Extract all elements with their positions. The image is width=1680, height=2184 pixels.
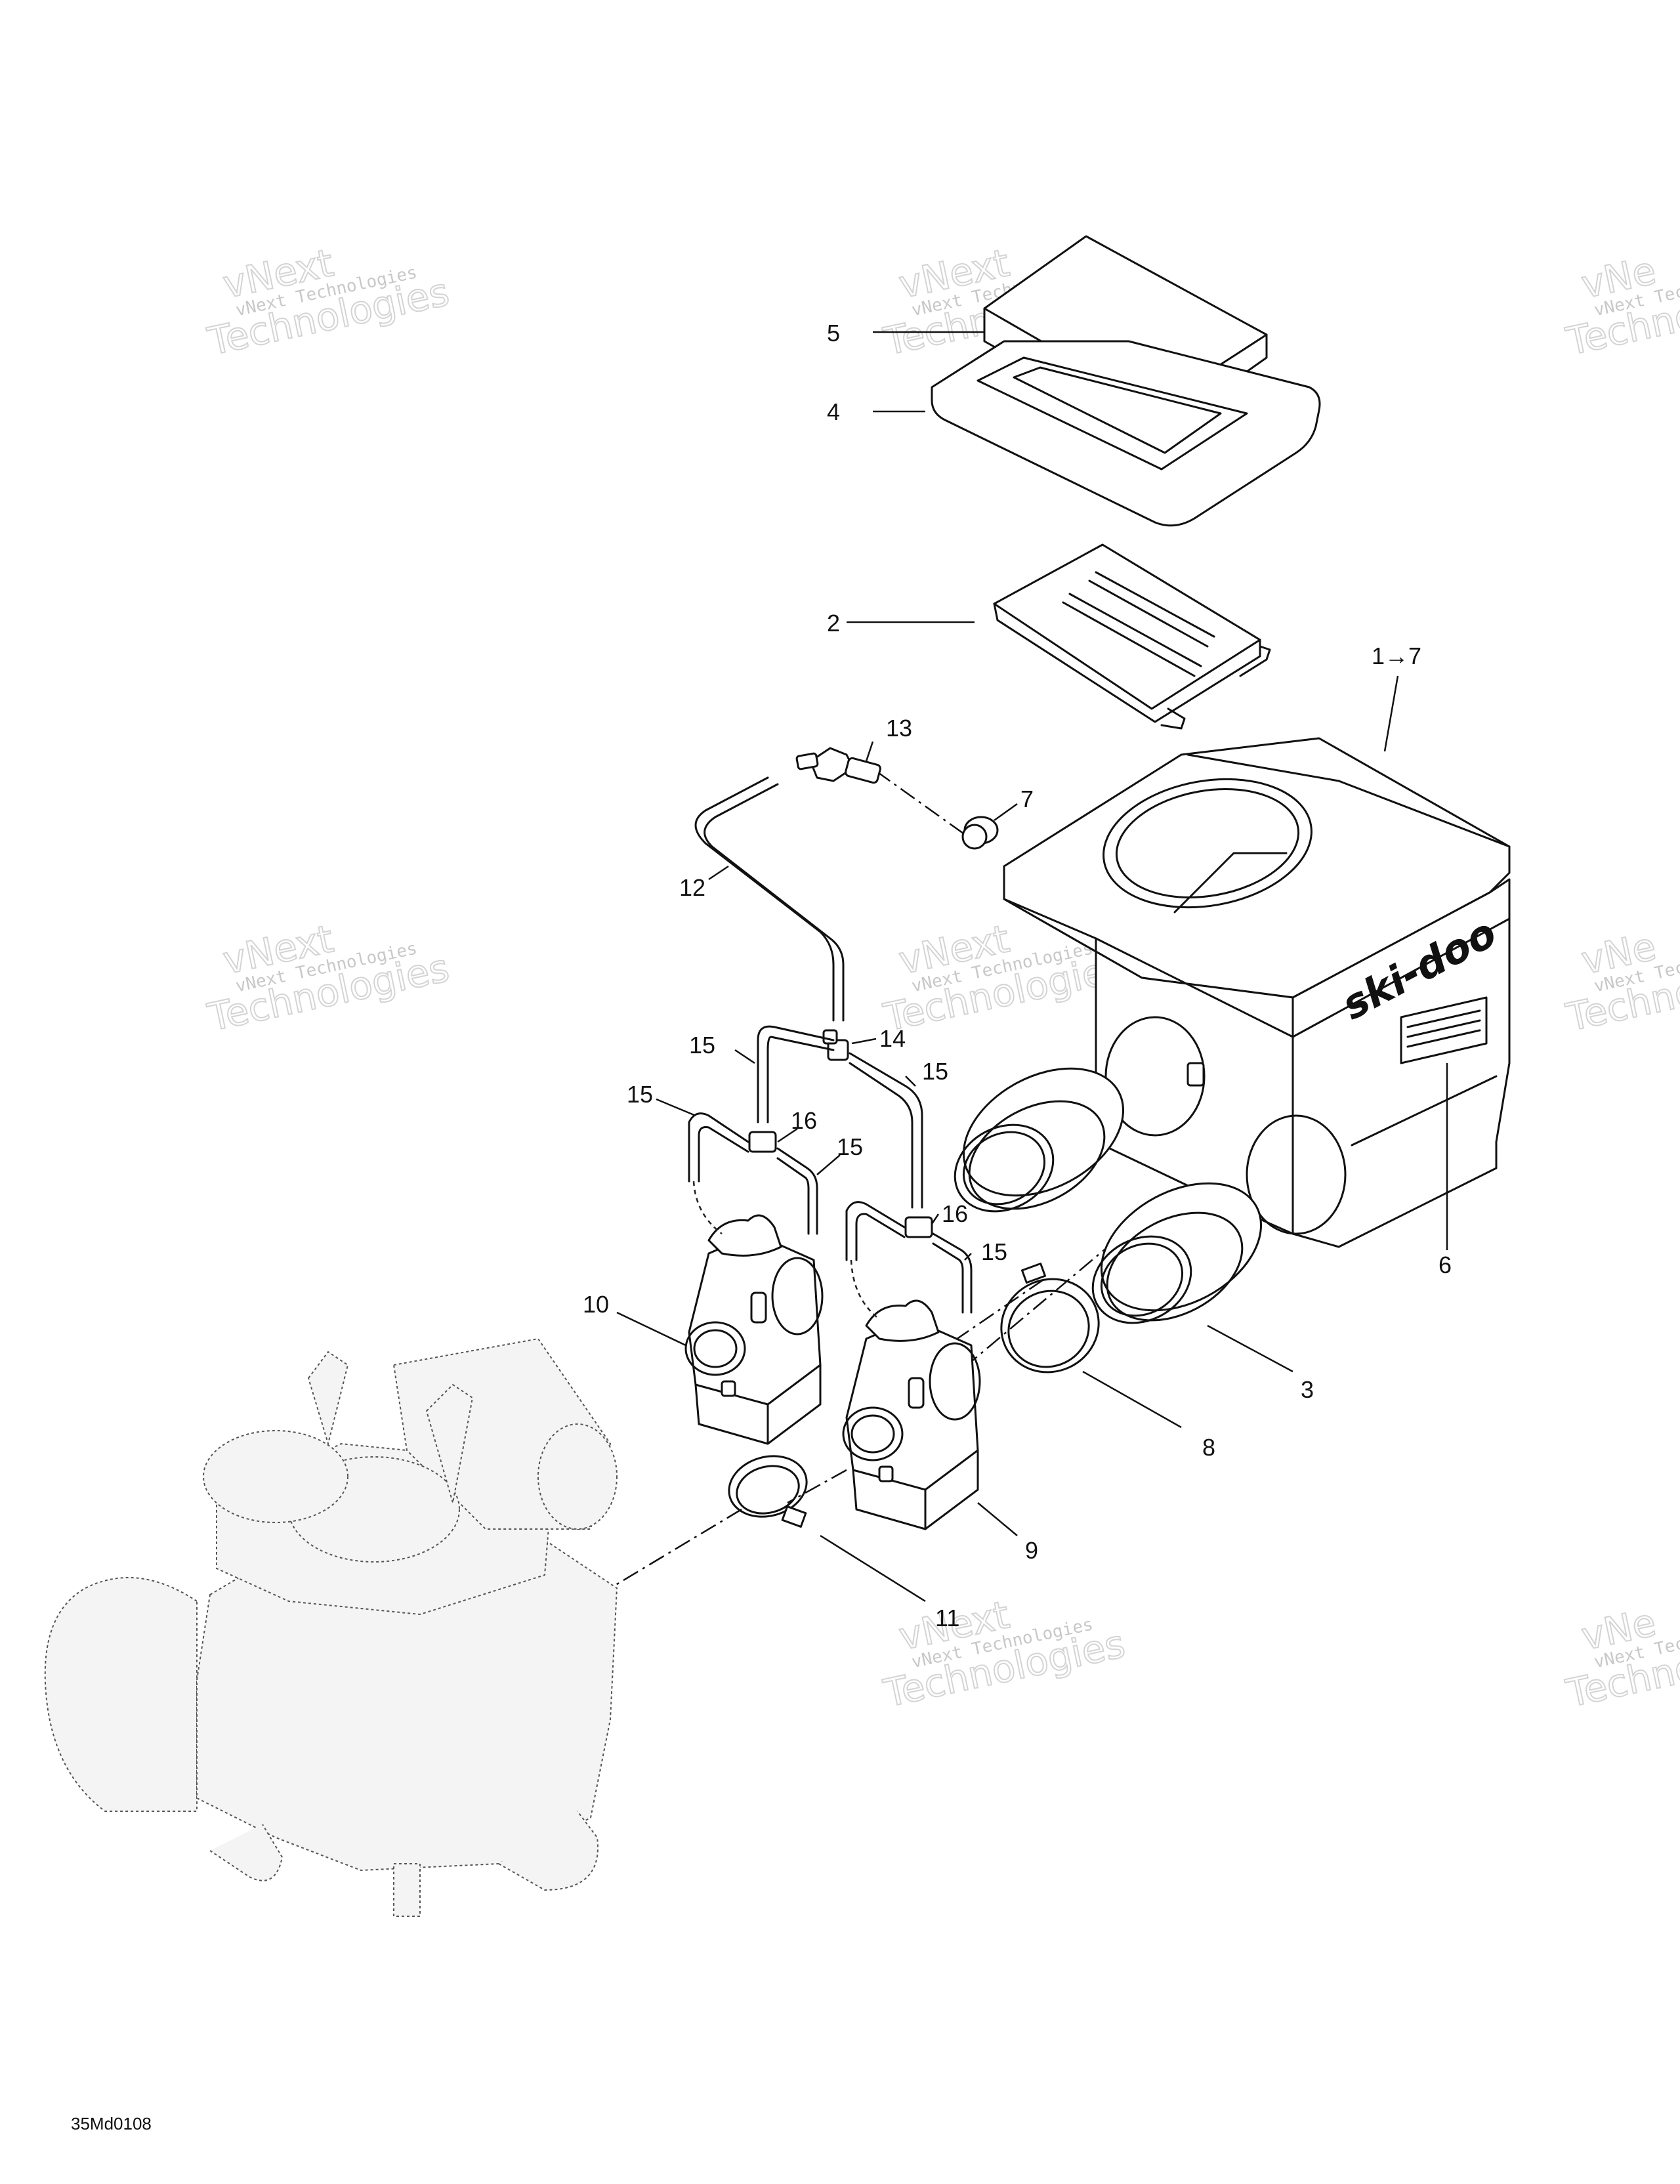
drawing-code: 35Md0108 — [71, 2114, 152, 2133]
callout-11: 11 — [935, 1605, 959, 1631]
callout-labels: 5 4 2 1→7 13 7 12 15 14 15 15 16 15 16 1… — [583, 320, 1452, 1631]
callout-16b: 16 — [942, 1200, 968, 1227]
callout-3: 3 — [1301, 1376, 1314, 1403]
callout-14: 14 — [879, 1025, 906, 1052]
callout-16a: 16 — [791, 1107, 817, 1134]
callout-4: 4 — [827, 398, 840, 425]
air-filter-frame — [931, 340, 1321, 527]
callout-12: 12 — [679, 874, 705, 901]
callout-1-7: 1→7 — [1372, 642, 1421, 669]
callout-7: 7 — [1020, 786, 1034, 812]
air-silencer-box — [1003, 737, 1511, 1248]
callout-15b: 15 — [922, 1058, 948, 1085]
callout-leaders — [616, 331, 1448, 1603]
callout-15c: 15 — [627, 1081, 653, 1108]
vent-hoses — [688, 747, 999, 1320]
carburetor-adaptor-upper — [954, 1067, 1125, 1213]
callout-8: 8 — [1202, 1434, 1215, 1461]
hose-clamp-lower — [728, 1455, 808, 1528]
hose-clamp-upper — [1000, 1262, 1100, 1374]
carburetor-right — [842, 1299, 981, 1530]
callout-9: 9 — [1025, 1537, 1038, 1564]
callout-15a: 15 — [689, 1032, 715, 1059]
filter-plate — [993, 543, 1271, 730]
carburetor-adaptor-lower — [1091, 1182, 1263, 1324]
callout-15e: 15 — [981, 1238, 1007, 1265]
callout-2: 2 — [827, 610, 840, 637]
callout-13: 13 — [886, 715, 912, 742]
callout-5: 5 — [827, 320, 840, 346]
callout-10: 10 — [583, 1291, 609, 1318]
carburetor-left — [684, 1214, 824, 1445]
callout-15d: 15 — [837, 1133, 863, 1160]
callout-6: 6 — [1438, 1251, 1452, 1278]
engine-phantom — [44, 1337, 618, 1917]
